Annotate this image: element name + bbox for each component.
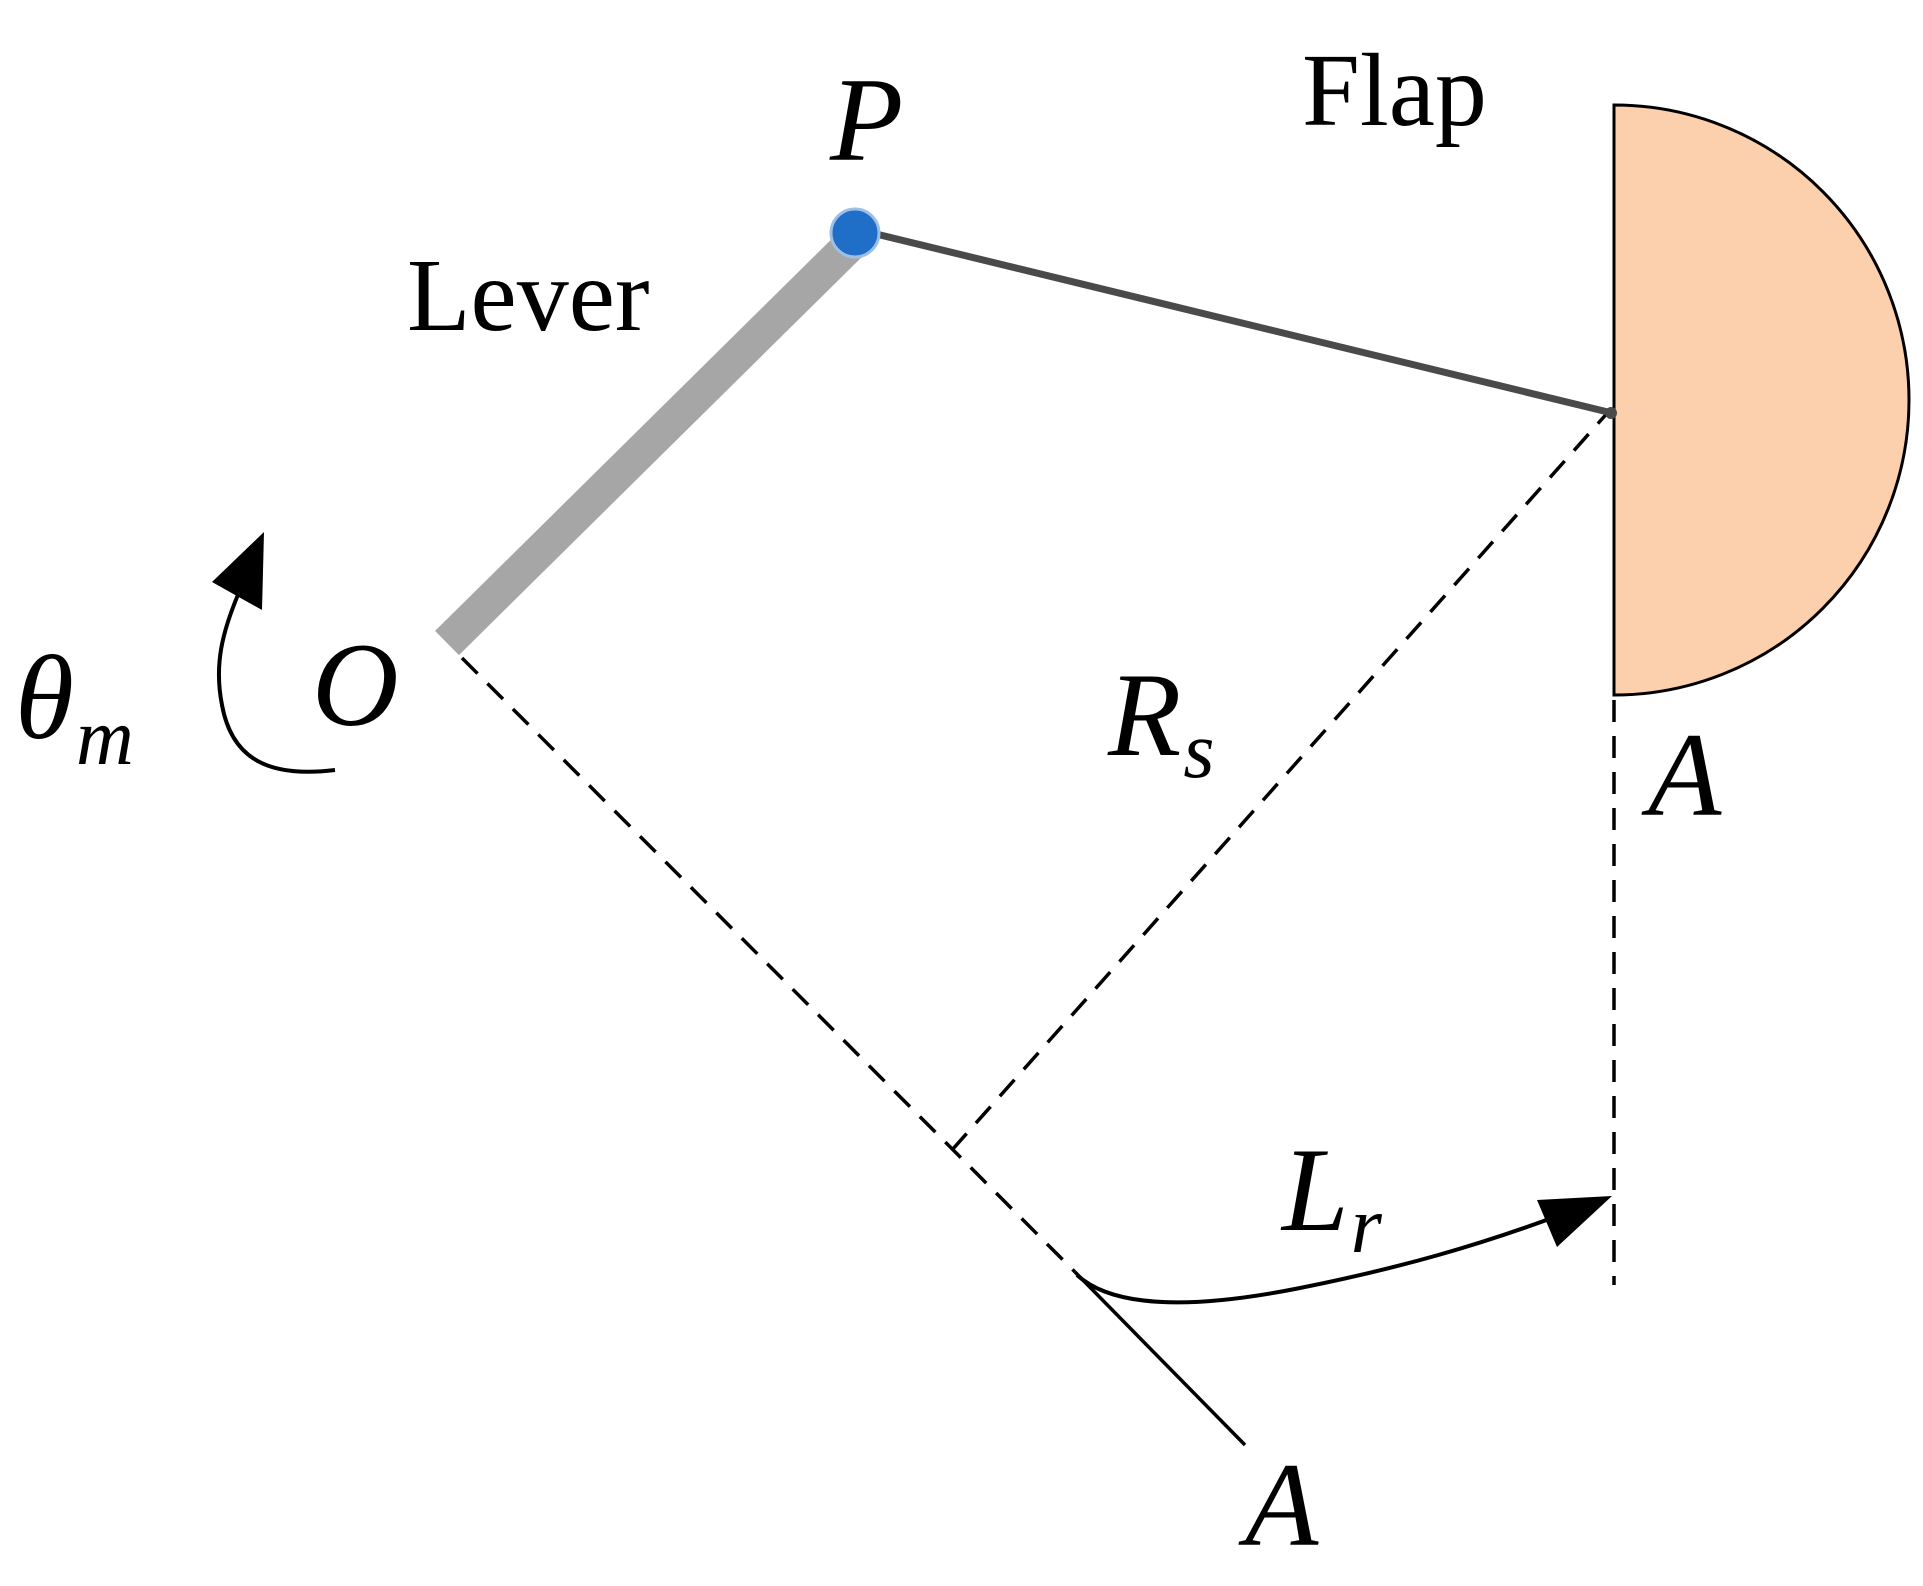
link-rod [864,228,1616,417]
label-section-a-right: A [1641,708,1722,841]
label-rs: Rs [1107,648,1214,795]
rs-main: R [1107,648,1181,781]
arc-arrowhead-icon [1537,1196,1612,1247]
lever-bar [435,219,875,656]
label-flap: Flap [1302,33,1487,148]
label-point-o: O [312,618,399,751]
label-section-a-bottom: A [1238,1438,1319,1571]
flap-attachment-point [1605,407,1617,419]
lr-subscript: r [1351,1182,1383,1270]
theta-symbol: θ [15,631,74,764]
label-point-p: P [829,53,903,186]
dashed-radius-rs [950,408,1612,1152]
rotation-arrow-theta [216,589,336,774]
theta-subscript: m [76,694,134,782]
label-lever: Lever [407,238,649,353]
rs-subscript: s [1183,707,1214,795]
rotation-arrowhead-icon [212,532,264,610]
lr-main: L [1280,1123,1349,1256]
flap-half-disc [1612,103,1911,697]
section-line-diagonal [1073,1270,1247,1447]
arc-arrow-lr [1075,1213,1561,1305]
dashed-line-from-o [460,656,1077,1274]
label-lr: Lr [1280,1123,1383,1270]
label-theta-m: θm [15,631,134,782]
pin-joint-p [829,207,881,259]
